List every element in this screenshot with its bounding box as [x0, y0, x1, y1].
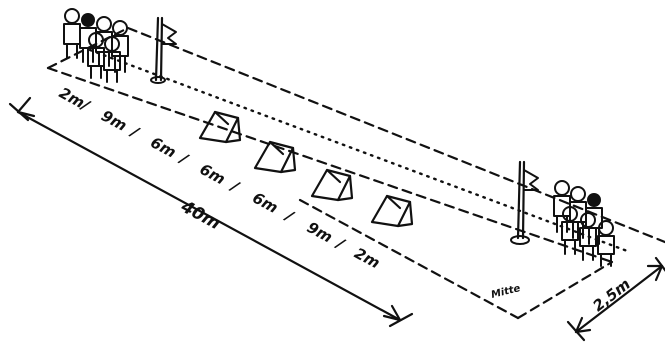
width-dimension: [566, 256, 665, 342]
hurdles: [198, 110, 414, 228]
total-length-label: 40m: [177, 196, 224, 234]
hurdle-3: [310, 168, 354, 202]
near-boundary-lower: [298, 198, 520, 320]
svg-text:/: /: [126, 122, 142, 142]
length-arrow-line: [16, 110, 402, 322]
person-icon: [579, 212, 597, 261]
svg-text:/: /: [227, 176, 243, 196]
finish-flag: [510, 160, 539, 245]
person-icon: [63, 8, 81, 59]
svg-text:/: /: [281, 206, 297, 226]
person-icon: [553, 180, 571, 233]
segment-label-7: 2m: [351, 244, 383, 272]
hurdle-2: [253, 140, 297, 174]
person-icon: [561, 206, 579, 255]
person-icon: [103, 36, 121, 83]
person-icon: [597, 220, 615, 267]
segment-label-6: 9m: [304, 218, 336, 246]
start-flag: [150, 16, 177, 84]
hurdle-4: [370, 194, 414, 228]
flag-icon: [161, 23, 177, 45]
course-boundary: [46, 26, 665, 320]
far-boundary-line: [126, 26, 665, 244]
tick-mark: [388, 312, 414, 328]
person-icon: [95, 16, 113, 67]
svg-text:/: /: [176, 149, 192, 169]
center-label: Mitte: [490, 283, 522, 301]
segment-label-3: 6m: [147, 133, 179, 161]
tick-mark: [566, 320, 586, 342]
hurdle-1: [198, 110, 242, 144]
segment-label-5: 6m: [249, 189, 281, 217]
segment-label-4: 6m: [197, 160, 229, 188]
width-arrow-line: [574, 264, 664, 334]
center-dotted-line: [88, 48, 632, 254]
segment-labels: 2m / 9m / 6m / 6m / 6m / 9m / 2m: [56, 84, 383, 273]
team-a: [63, 8, 129, 83]
tick-mark: [8, 102, 30, 122]
tick-mark: [654, 256, 665, 272]
flag-icon: [523, 169, 539, 191]
svg-text:/: /: [332, 234, 348, 254]
finish-end-line: [516, 260, 614, 320]
team-b: [553, 180, 615, 267]
segment-label-2: 9m: [98, 107, 130, 135]
width-label: 2,5m: [589, 275, 633, 315]
length-dimension: [8, 96, 414, 328]
